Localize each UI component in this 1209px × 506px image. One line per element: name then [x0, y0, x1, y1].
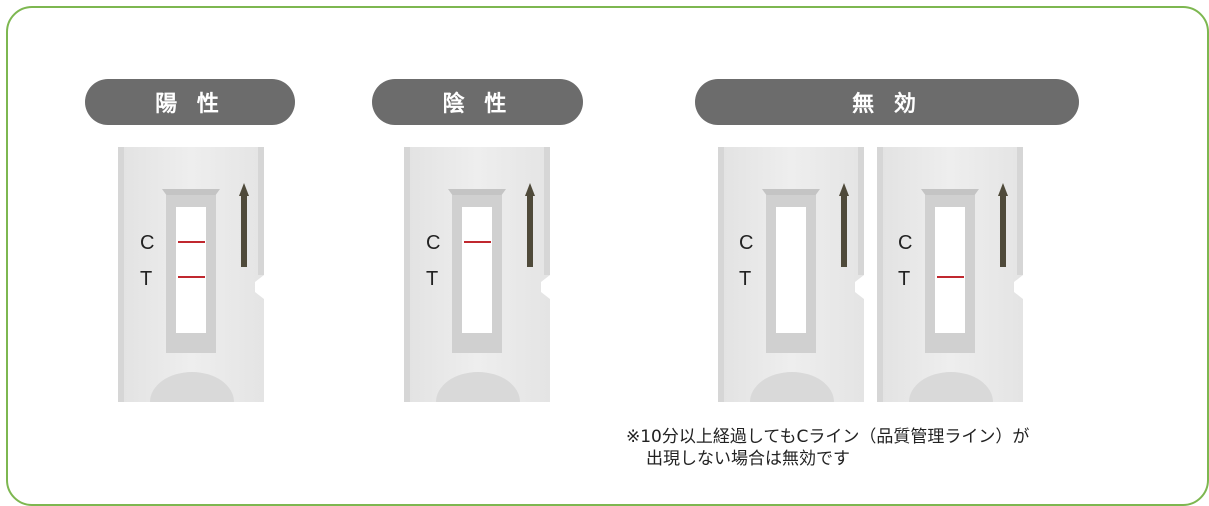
flow-arrow — [527, 195, 533, 267]
t-label: T — [898, 268, 910, 290]
flow-arrow — [1000, 195, 1006, 267]
c-label: C — [739, 232, 753, 254]
label-invalid: 無 効 — [695, 79, 1079, 125]
control-line — [178, 241, 205, 243]
strip-negative — [404, 147, 550, 402]
flow-arrow — [841, 195, 847, 267]
t-label: T — [739, 268, 751, 290]
flow-arrow — [241, 195, 247, 267]
strip-invalid-1 — [718, 147, 864, 402]
test-strips: C T C T C T C T — [118, 147, 1023, 402]
label-negative: 陰 性 — [372, 79, 583, 125]
note-line-2: 出現しない場合は無効です — [646, 449, 850, 469]
t-label: T — [140, 268, 152, 290]
t-label: T — [426, 268, 438, 290]
strip-positive — [118, 147, 264, 402]
c-label: C — [898, 232, 912, 254]
strip-invalid-2 — [877, 147, 1023, 402]
invalid-note: ※10分以上経過してもCライン（品質管理ライン）が 出現しない場合は無効です — [626, 426, 1029, 470]
test-line — [937, 276, 964, 278]
test-line — [178, 276, 205, 278]
label-positive: 陽 性 — [85, 79, 295, 125]
c-label: C — [426, 232, 440, 254]
c-label: C — [140, 232, 154, 254]
control-line — [464, 241, 491, 243]
note-line-1: ※10分以上経過してもCライン（品質管理ライン）が — [626, 427, 1030, 447]
